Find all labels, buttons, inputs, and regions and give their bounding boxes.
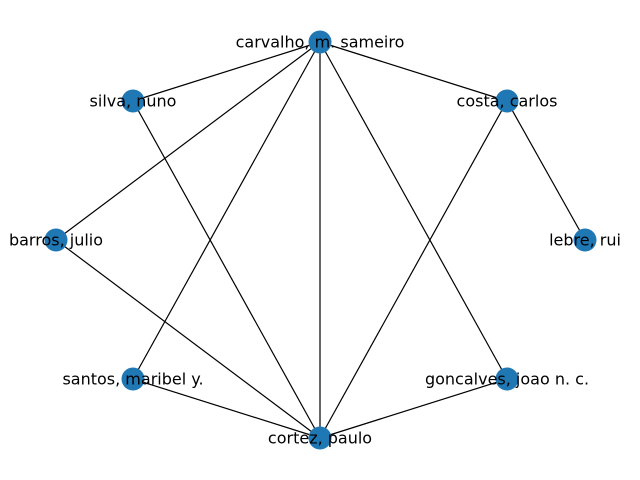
node-label-lebre: lebre, rui xyxy=(549,231,621,250)
edge-carvalho-santos xyxy=(132,41,321,380)
labels-layer: carvalho, m. sameiro silva, nuno costa, ca… xyxy=(9,33,621,448)
node-label-cortez: cortez, paulo xyxy=(268,429,372,448)
edges-layer xyxy=(55,41,586,439)
edge-costa-lebre xyxy=(506,100,586,241)
edge-goncalves-cortez xyxy=(319,378,508,439)
node-label-santos: santos, maribel y. xyxy=(62,370,203,389)
node-label-silva: silva, nuno xyxy=(90,92,177,111)
node-silva xyxy=(121,89,145,113)
node-cortez xyxy=(308,426,332,450)
edge-carvalho-goncalves xyxy=(319,41,508,380)
node-label-goncalves: goncalves, joao n. c. xyxy=(425,370,589,389)
nodes-layer xyxy=(44,30,597,450)
edge-santos-cortez xyxy=(132,378,321,439)
node-barros xyxy=(44,228,68,252)
node-lebre xyxy=(573,228,597,252)
edge-silva-cortez xyxy=(132,100,321,439)
node-label-costa: costa, carlos xyxy=(457,92,558,111)
node-goncalves xyxy=(495,367,519,391)
node-label-barros: barros, julio xyxy=(9,231,103,250)
edge-barros-cortez xyxy=(55,239,321,439)
node-carvalho xyxy=(308,30,332,54)
node-costa xyxy=(495,89,519,113)
edge-carvalho-silva xyxy=(132,41,321,102)
node-label-carvalho: carvalho, m. sameiro xyxy=(236,33,405,52)
edge-carvalho-costa xyxy=(319,41,508,102)
edge-carvalho-barros xyxy=(55,41,321,241)
edge-costa-cortez xyxy=(319,100,508,439)
node-santos xyxy=(121,367,145,391)
